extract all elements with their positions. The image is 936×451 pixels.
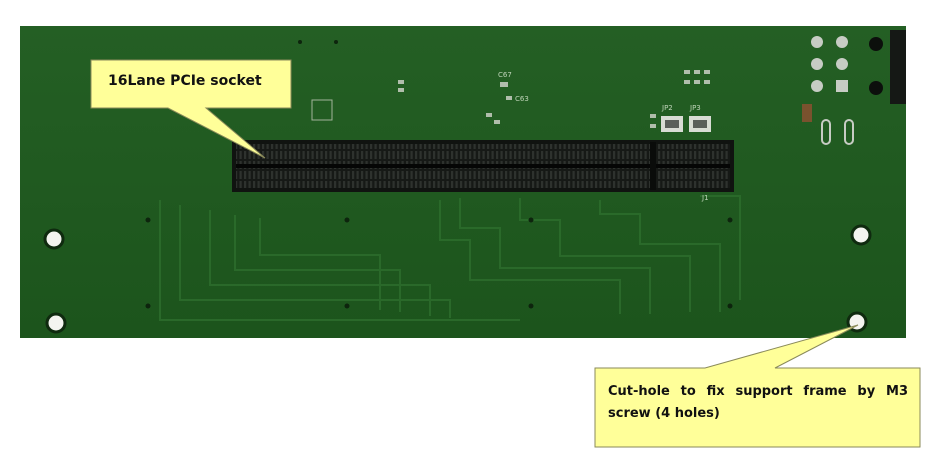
silk-jp2: JP2 — [662, 104, 673, 112]
vias — [145, 40, 733, 309]
callout-holes-shape — [594, 324, 921, 448]
top-right-pads — [811, 36, 883, 145]
smd-pads — [311, 70, 812, 128]
pcie-socket — [232, 140, 734, 192]
mounting-hole-left-bottom — [45, 312, 67, 334]
callout-socket-text: 16Lane PCIe socket — [108, 73, 262, 89]
mounting-hole-left-top — [43, 228, 65, 250]
mounting-holes — [43, 224, 872, 334]
silk-c67: C67 — [498, 71, 512, 79]
board-edge-strip — [890, 30, 906, 104]
pcb-traces — [159, 195, 741, 321]
callout-holes-text: Cut-hole to fix support frame by M3 scre… — [608, 384, 908, 421]
mounting-hole-right-top — [850, 224, 872, 246]
callout-socket-shape — [90, 59, 292, 159]
pcb-board — [20, 26, 906, 338]
jumper-jp3 — [689, 116, 711, 132]
callout-holes — [594, 324, 921, 448]
silk-jp3: JP3 — [690, 104, 701, 112]
silk-c63: C63 — [515, 95, 529, 103]
jumper-jp2 — [661, 116, 683, 132]
callout-socket — [90, 59, 292, 159]
silk-j1: J1 — [702, 194, 709, 202]
